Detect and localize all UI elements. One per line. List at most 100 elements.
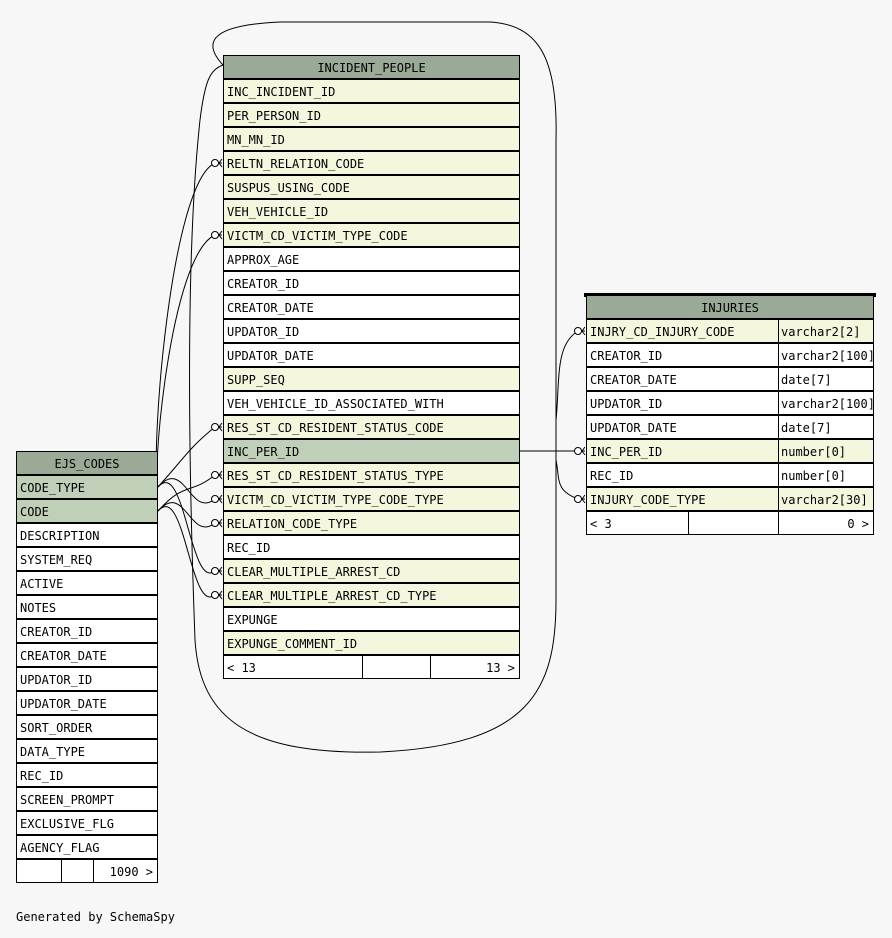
self-reference-line (189, 21, 557, 753)
table-row[interactable]: DATA_TYPE (16, 739, 158, 763)
table-row[interactable]: CLEAR_MULTIPLE_ARREST_CD (223, 559, 520, 583)
column-name: INC_INCIDENT_ID (227, 85, 336, 99)
table-row[interactable]: VICTM_CD_VICTIM_TYPE_CODE_TYPE (223, 487, 520, 511)
table-row[interactable]: EXPUNGE_COMMENT_ID (223, 631, 520, 655)
crowfoot-marker (218, 518, 223, 528)
table-row[interactable]: RES_ST_CD_RESIDENT_STATUS_TYPE (223, 463, 520, 487)
table-row[interactable]: RELTN_RELATION_CODE (223, 151, 520, 175)
relationship-line (157, 482, 216, 574)
column-name: EXCLUSIVE_FLG (20, 817, 114, 831)
table-row[interactable]: VEH_VEHICLE_ID (223, 199, 520, 223)
column-name: CREATOR_ID (590, 349, 663, 363)
table-row[interactable]: AGENCY_FLAG (16, 835, 158, 859)
table-row[interactable]: EXCLUSIVE_FLG (16, 811, 158, 835)
optional-many-marker (211, 567, 219, 575)
column-name: UPDATOR_DATE (590, 421, 677, 435)
table-row[interactable]: NOTES (16, 595, 158, 619)
table-row[interactable]: REC_ID (223, 535, 520, 559)
children-count[interactable]: 13 > (486, 661, 515, 675)
column-divider (778, 320, 779, 342)
table-row[interactable]: UPDATOR_ID (16, 667, 158, 691)
table-row[interactable]: INC_INCIDENT_ID (223, 79, 520, 103)
column-name: INJURY_CODE_TYPE (590, 493, 706, 507)
footer-divider (688, 512, 689, 534)
table-row[interactable]: UPDATOR_ID (223, 319, 520, 343)
table-row[interactable]: CREATOR_ID (223, 271, 520, 295)
table-row[interactable]: INC_PER_ID (223, 439, 520, 463)
optional-many-marker (211, 471, 219, 479)
table-row[interactable]: UPDATOR_DATE (16, 691, 158, 715)
column-divider (778, 392, 779, 414)
column-name: REC_ID (20, 769, 64, 783)
column-name: DATA_TYPE (20, 745, 86, 759)
table-row[interactable]: UPDATOR_DATE date[7] (586, 415, 874, 439)
generated-by-footer: Generated by SchemaSpy (16, 910, 175, 924)
table-row[interactable]: CODE (16, 499, 158, 523)
parents-count[interactable]: < 13 (227, 661, 256, 675)
table-row[interactable]: CREATOR_DATE (223, 295, 520, 319)
table-row[interactable]: SUPP_SEQ (223, 367, 520, 391)
column-type: date[7] (781, 421, 832, 435)
column-name: VICTM_CD_VICTIM_TYPE_CODE_TYPE (227, 493, 444, 507)
parents-count[interactable]: < 3 (590, 517, 612, 531)
table-row[interactable]: APPROX_AGE (223, 247, 520, 271)
children-count[interactable]: 0 > (847, 517, 869, 531)
table-row[interactable]: MN_MN_ID (223, 127, 520, 151)
optional-many-marker (211, 423, 219, 431)
column-name: UPDATOR_ID (20, 673, 93, 687)
ejs-codes-footer: 1090 > (16, 859, 158, 883)
table-row[interactable]: UPDATOR_DATE (223, 343, 520, 367)
column-name: UPDATOR_ID (227, 325, 300, 339)
table-row[interactable]: SCREEN_PROMPT (16, 787, 158, 811)
table-row[interactable]: DESCRIPTION (16, 523, 158, 547)
table-row[interactable]: VEH_VEHICLE_ID_ASSOCIATED_WITH (223, 391, 520, 415)
table-row[interactable]: REC_ID (16, 763, 158, 787)
column-type: varchar2[30] (781, 493, 868, 507)
column-type: varchar2[100] (781, 349, 874, 363)
column-divider (778, 488, 779, 510)
column-name: UPDATOR_DATE (227, 349, 314, 363)
column-name: SUSPUS_USING_CODE (227, 181, 350, 195)
optional-many-marker (211, 231, 219, 239)
optional-many-marker (211, 159, 219, 167)
column-name: UPDATOR_DATE (20, 697, 107, 711)
table-row[interactable]: RES_ST_CD_RESIDENT_STATUS_CODE (223, 415, 520, 439)
column-name: CODE (20, 505, 49, 519)
column-name: ACTIVE (20, 577, 64, 591)
children-count[interactable]: 1090 > (109, 865, 153, 879)
optional-many-marker (574, 327, 582, 335)
footer-divider (778, 512, 779, 534)
crowfoot-marker (581, 446, 586, 456)
table-row[interactable]: INJURY_CODE_TYPE varchar2[30] (586, 487, 874, 511)
table-row[interactable]: ACTIVE (16, 571, 158, 595)
table-row[interactable]: PER_PERSON_ID (223, 103, 520, 127)
column-name: DESCRIPTION (20, 529, 100, 543)
column-name: INC_PER_ID (590, 445, 663, 459)
crowfoot-marker (581, 494, 586, 504)
table-row[interactable]: CLEAR_MULTIPLE_ARREST_CD_TYPE (223, 583, 520, 607)
table-row[interactable]: SORT_ORDER (16, 715, 158, 739)
table-row[interactable]: RELATION_CODE_TYPE (223, 511, 520, 535)
column-name: RES_ST_CD_RESIDENT_STATUS_CODE (227, 421, 444, 435)
table-row[interactable]: VICTM_CD_VICTIM_TYPE_CODE (223, 223, 520, 247)
crowfoot-marker (218, 590, 223, 600)
relationship-line (157, 478, 216, 504)
table-row[interactable]: CODE_TYPE (16, 475, 158, 499)
column-name: SYSTEM_REQ (20, 553, 93, 567)
table-row[interactable]: SUSPUS_USING_CODE (223, 175, 520, 199)
column-divider (778, 344, 779, 366)
optional-many-marker (574, 447, 582, 455)
table-row[interactable]: SYSTEM_REQ (16, 547, 158, 571)
table-row[interactable]: CREATOR_ID varchar2[100] (586, 343, 874, 367)
optional-many-marker (211, 591, 219, 599)
incident-people-header: INCIDENT_PEOPLE (223, 55, 520, 79)
table-row[interactable]: CREATOR_DATE (16, 643, 158, 667)
column-name: REC_ID (590, 469, 634, 483)
table-row[interactable]: EXPUNGE (223, 607, 520, 631)
table-row[interactable]: CREATOR_ID (16, 619, 158, 643)
